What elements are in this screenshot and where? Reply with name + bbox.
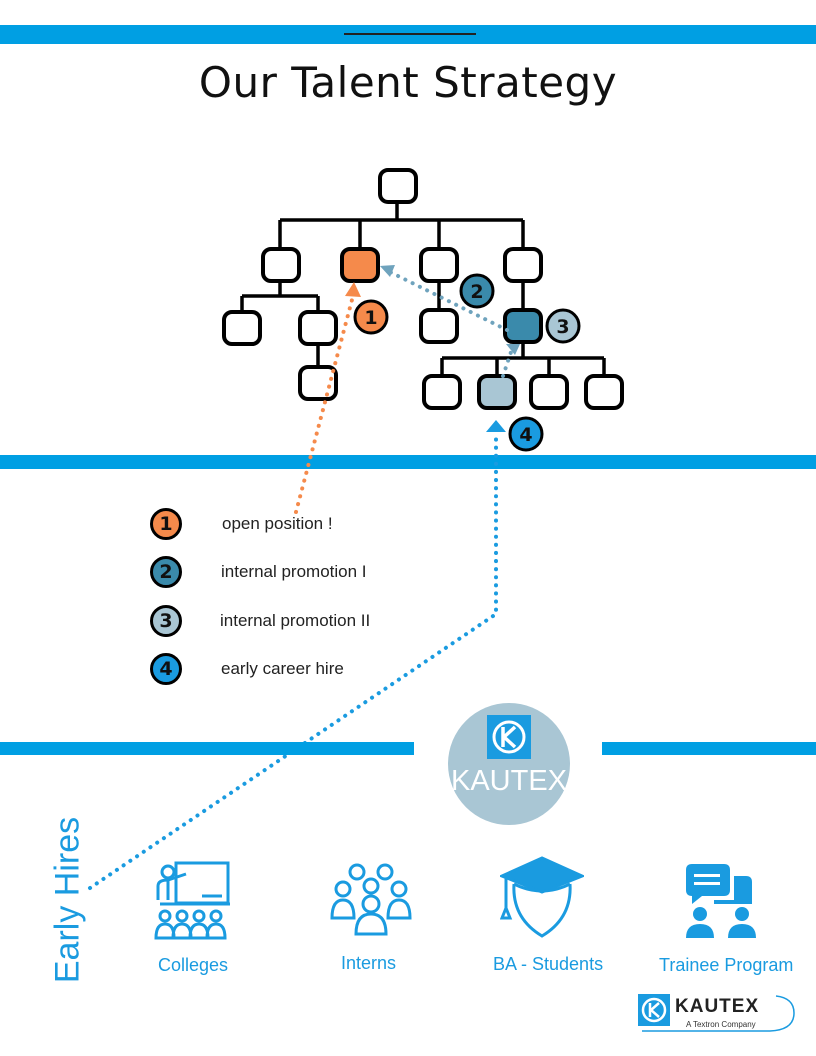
legend-row-1: 1 open position ! — [150, 508, 450, 544]
open-position-arrow — [294, 294, 355, 514]
category-label-colleges: Colleges — [158, 955, 229, 975]
graduate-cap-icon — [500, 856, 584, 938]
marker-2-circle — [459, 273, 495, 309]
org-chart: 1 2 3 4 — [222, 168, 624, 452]
marker-3-circle — [545, 308, 581, 344]
promotion-one-arrowhead — [380, 265, 395, 277]
org-chart-nodes — [222, 168, 624, 410]
legend-label-2: internal promotion I — [221, 562, 367, 581]
middle-blue-bar — [0, 455, 816, 469]
group-people-icon — [330, 863, 412, 936]
top-dark-line — [344, 33, 476, 35]
legend-circle-2: 2 — [150, 556, 182, 588]
org-node-l1-d — [503, 247, 543, 283]
promotion-two-arrow — [501, 344, 515, 378]
footer-kautex-k-logo-icon — [638, 994, 670, 1026]
org-node-l3-d — [529, 374, 569, 410]
marker-1-number: 1 — [364, 307, 377, 329]
marker-4-circle — [508, 416, 544, 452]
early-career-hire-arrowhead — [486, 420, 506, 432]
presentation-people-icon — [686, 864, 756, 938]
org-chart-connectors — [240, 202, 606, 376]
org-node-l2-b — [298, 310, 338, 346]
category-label-ba-students: BA - Students — [493, 954, 604, 974]
legend-row-3: 3 internal promotion II — [150, 605, 450, 641]
legend-label-1: open position ! — [222, 514, 333, 533]
marker-3-number: 3 — [556, 316, 569, 338]
early-hires-heading: Early Hires — [48, 816, 87, 984]
kautex-badge: KAUTEX — [448, 703, 570, 825]
lower-blue-bar-left — [0, 742, 414, 755]
org-node-promotion-one — [503, 308, 543, 344]
legend-row-2: 2 internal promotion I — [150, 556, 450, 592]
open-position-arrowhead — [345, 282, 361, 297]
legend-label-4: early career hire — [221, 659, 344, 678]
footer-logo: KAUTEX A Textron Company — [638, 994, 798, 1034]
marker-2-number: 2 — [470, 281, 483, 303]
org-node-l3-b — [422, 374, 462, 410]
org-node-open-position — [340, 247, 380, 283]
footer-logo-tagline: A Textron Company — [686, 1020, 756, 1029]
org-node-l3-a — [298, 365, 338, 401]
legend-circle-1: 1 — [150, 508, 182, 540]
legend-circle-3: 3 — [150, 605, 182, 637]
early-career-hire-arrow — [88, 430, 498, 890]
org-node-l1-a — [261, 247, 301, 283]
org-node-l2-a — [222, 310, 262, 346]
footer-logo-swoosh — [642, 995, 795, 1032]
category-label-interns: Interns — [341, 953, 397, 973]
org-node-promotion-two — [477, 374, 517, 410]
marker-4-number: 4 — [519, 424, 532, 446]
org-node-ceo — [378, 168, 418, 204]
kautex-k-logo-icon — [487, 715, 531, 759]
promotion-one-arrow — [386, 269, 509, 332]
footer-logo-name: KAUTEX — [675, 996, 760, 1017]
legend-label-3: internal promotion II — [220, 611, 371, 630]
org-node-l3-e — [584, 374, 624, 410]
lower-blue-bar-right — [602, 742, 816, 755]
legend-row-4: 4 early career hire — [150, 653, 450, 689]
marker-1-circle — [353, 299, 389, 335]
org-node-l1-c — [419, 247, 459, 283]
promotion-two-arrowhead — [506, 344, 520, 355]
teacher-classroom-icon — [154, 861, 230, 940]
category-label-trainee-program: Trainee Program — [659, 955, 794, 975]
legend-circle-4: 4 — [150, 653, 182, 685]
org-node-l2-c — [419, 308, 459, 344]
page-title: Our Talent Strategy — [198, 58, 618, 107]
kautex-badge-text: KAUTEX — [450, 765, 568, 797]
